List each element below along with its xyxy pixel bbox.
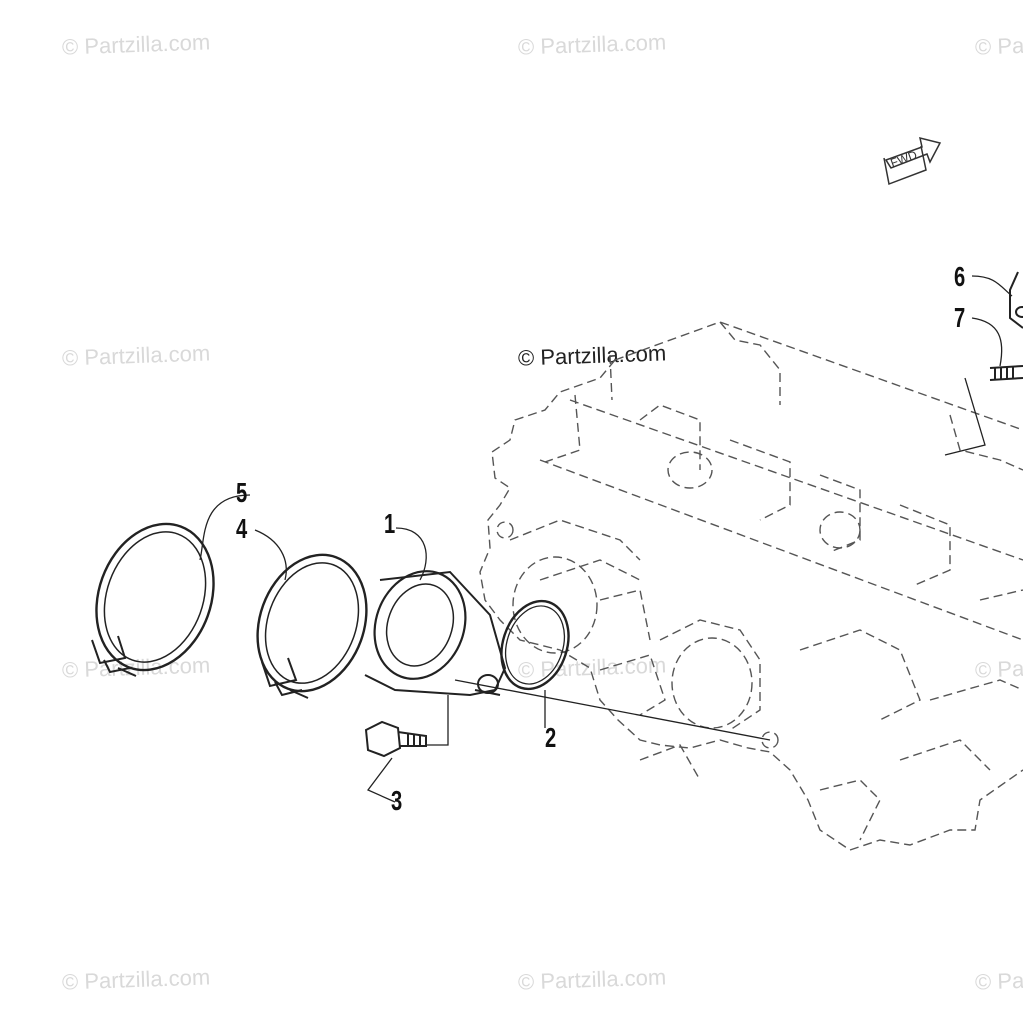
- o-ring: [500, 599, 570, 691]
- fwd-arrow-icon: [883, 136, 942, 186]
- clamp: [256, 553, 368, 699]
- callout-2: 2: [545, 722, 557, 753]
- callout-6: 6: [954, 261, 966, 292]
- stud: [989, 271, 1023, 381]
- callout-4: 4: [236, 513, 248, 544]
- callout-5: 5: [236, 477, 248, 508]
- clamp-large: [91, 522, 215, 677]
- engine-block-outline: [479, 321, 1023, 851]
- bolt: [364, 720, 427, 758]
- callout-7: 7: [954, 302, 966, 333]
- callout-1: 1: [384, 508, 396, 539]
- callout-3: 3: [391, 785, 403, 816]
- thermostat-housing: [364, 570, 507, 697]
- leader-lines: [199, 275, 1013, 803]
